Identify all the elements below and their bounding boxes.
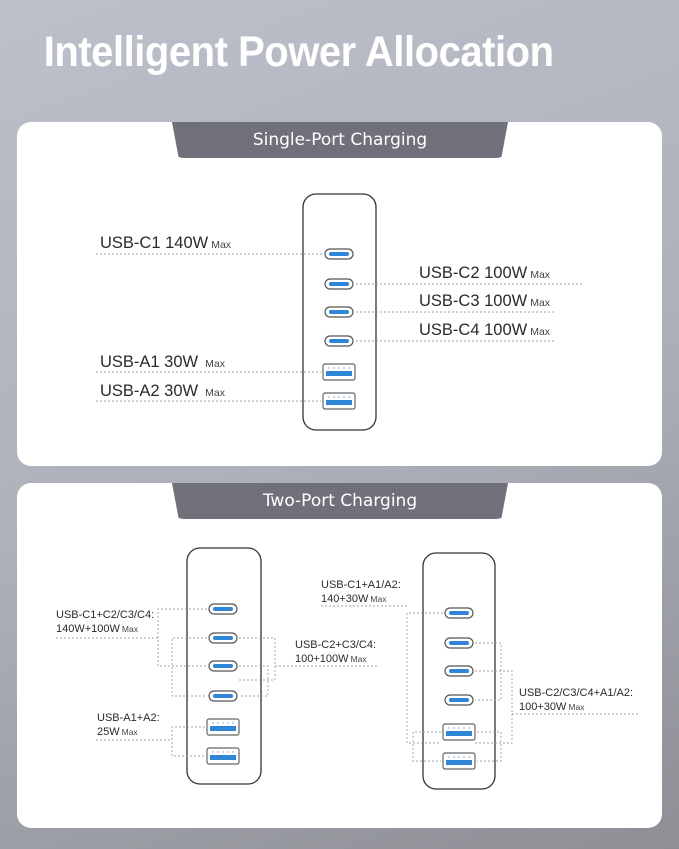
page-title: Intelligent Power Allocation [43, 28, 554, 76]
two-port-tab: Two-Port Charging [172, 483, 508, 519]
two-port-panel: Two-Port Charging [17, 483, 662, 828]
two-port-left-charger-icon [186, 547, 262, 785]
single-port-tab: Single-Port Charging [172, 122, 508, 158]
